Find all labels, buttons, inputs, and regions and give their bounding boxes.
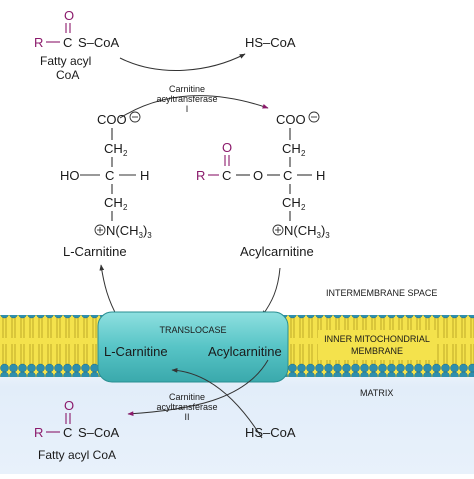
inner-membrane-label: INNER MITOCHONDRIAL MEMBRANE (318, 330, 436, 360)
svg-text:C: C (105, 168, 114, 183)
svg-text:N(CH3)3: N(CH3)3 (106, 223, 152, 240)
svg-text:Carnitine: Carnitine (169, 84, 205, 94)
svg-text:I: I (186, 104, 189, 114)
hs-coa-bottom: HS–CoA (245, 425, 296, 440)
fatty-acyl-coa-bottom: O R C S–CoA Fatty acyl CoA (34, 398, 120, 462)
arrow-acylcarnitine-in (261, 267, 281, 317)
l-carnitine-structure: COO CH 2 HO C H CH 2 N(CH3)3 L-Carnitine (60, 111, 152, 259)
svg-text:acyltransferase: acyltransferase (156, 94, 217, 104)
svg-text:COO: COO (276, 112, 306, 127)
intermembrane-label: INTERMEMBRANE SPACE (326, 288, 437, 298)
svg-text:2: 2 (123, 149, 128, 158)
svg-text:H: H (140, 168, 149, 183)
svg-text:Carnitine: Carnitine (169, 392, 205, 402)
svg-text:C: C (63, 425, 72, 440)
svg-text:CH: CH (282, 195, 301, 210)
translocase-l-carnitine: L-Carnitine (104, 344, 168, 359)
enzyme-cat-2: Carnitine acyltransferase II (156, 392, 217, 422)
arrow-carnitine-out (99, 264, 119, 319)
svg-text:N(CH3)3: N(CH3)3 (284, 223, 330, 240)
svg-text:O: O (253, 168, 263, 183)
svg-text:O: O (64, 398, 74, 413)
arrow-acylcarnitine-to-fattyacyl (127, 359, 269, 417)
arrow-acyl-to-hscoa (119, 53, 246, 71)
svg-text:CH: CH (104, 195, 123, 210)
svg-text:acyltransferase: acyltransferase (156, 402, 217, 412)
svg-text:2: 2 (301, 149, 306, 158)
svg-text:COO: COO (97, 112, 127, 127)
acyl-C: C (63, 35, 72, 50)
svg-text:C: C (283, 168, 292, 183)
fatty-acyl-name-1: Fatty acyl (40, 54, 91, 68)
acyl-O: O (64, 8, 74, 23)
translocase-acylcarnitine: Acylcarnitine (208, 344, 282, 359)
svg-text:C: C (222, 168, 231, 183)
svg-text:2: 2 (123, 203, 128, 212)
svg-text:TRANSLOCASE: TRANSLOCASE (159, 325, 226, 335)
acyl-S-CoA: S–CoA (78, 35, 120, 50)
fatty-acyl-coa-top: O R C S–CoA Fatty acyl CoA (34, 8, 120, 82)
svg-text:INNER MITOCHONDRIAL: INNER MITOCHONDRIAL (324, 334, 430, 344)
matrix-label: MATRIX (360, 388, 393, 398)
svg-text:S–CoA: S–CoA (78, 425, 120, 440)
arrow-carnitine-to-acylcarnitine (119, 95, 269, 119)
acylcarnitine-structure: COO CH 2 O R C O C H CH 2 N(CH3)3 Acylca… (196, 111, 330, 259)
svg-text:MEMBRANE: MEMBRANE (351, 346, 403, 356)
translocase: TRANSLOCASE L-Carnitine Acylcarnitine (97, 311, 289, 383)
svg-text:CH: CH (282, 141, 301, 156)
svg-text:H: H (316, 168, 325, 183)
fatty-acyl-coa-bottom-label: Fatty acyl CoA (38, 448, 116, 462)
svg-text:HO: HO (60, 168, 80, 183)
svg-text:2: 2 (301, 203, 306, 212)
svg-text:R: R (196, 168, 205, 183)
svg-text:R: R (34, 425, 43, 440)
acyl-R: R (34, 35, 43, 50)
l-carnitine-label: L-Carnitine (63, 244, 127, 259)
acylcarnitine-label: Acylcarnitine (240, 244, 314, 259)
svg-text:CH: CH (104, 141, 123, 156)
svg-text:O: O (222, 140, 232, 155)
hs-coa-top: HS–CoA (245, 35, 296, 50)
enzyme-cat-1: Carnitine acyltransferase I (156, 84, 217, 114)
svg-text:II: II (184, 412, 189, 422)
arrow-matrix-to-carnitine (171, 367, 263, 439)
fatty-acyl-name-2: CoA (56, 68, 79, 82)
